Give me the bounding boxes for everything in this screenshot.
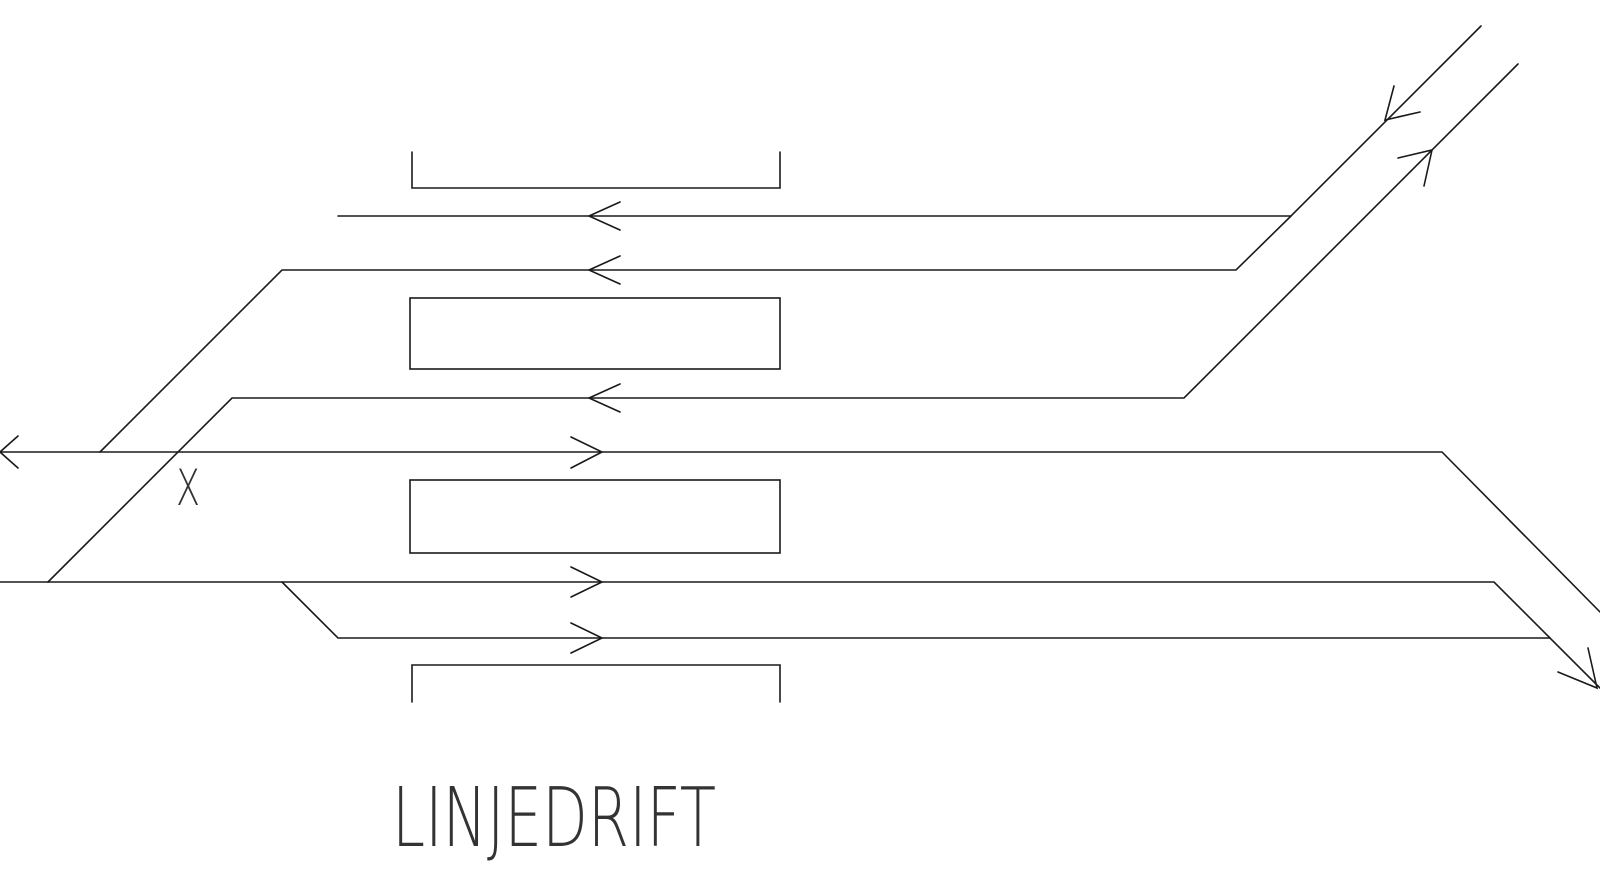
crossover-marker: X	[176, 459, 200, 517]
track-2	[99, 215, 1292, 453]
main-line-arrow-west-end	[0, 435, 19, 469]
track-6-arrow-east	[570, 622, 604, 654]
platform-edge-top	[411, 151, 781, 189]
platform-edge-bottom	[411, 664, 781, 703]
track-3-arrow-ne	[1397, 148, 1434, 187]
track-layout	[0, 25, 1600, 703]
track-5-arrow-east	[570, 566, 604, 598]
platform-lower	[409, 479, 781, 554]
track-6	[281, 581, 1600, 689]
diagram-title: LINJEDRIFT	[392, 771, 716, 866]
main-line-track	[0, 451, 1600, 613]
main-line-arrow-east	[570, 436, 604, 469]
track-6-arrow-se-end	[1557, 647, 1599, 690]
track-1-arrow-upper-end	[1383, 85, 1421, 122]
track-1-arrow-west	[587, 201, 621, 231]
track-5	[0, 581, 1551, 639]
platform-upper	[409, 297, 781, 370]
track-3	[47, 63, 1519, 583]
track-3-arrow-west	[587, 383, 621, 413]
track-2-arrow-west	[587, 255, 621, 285]
